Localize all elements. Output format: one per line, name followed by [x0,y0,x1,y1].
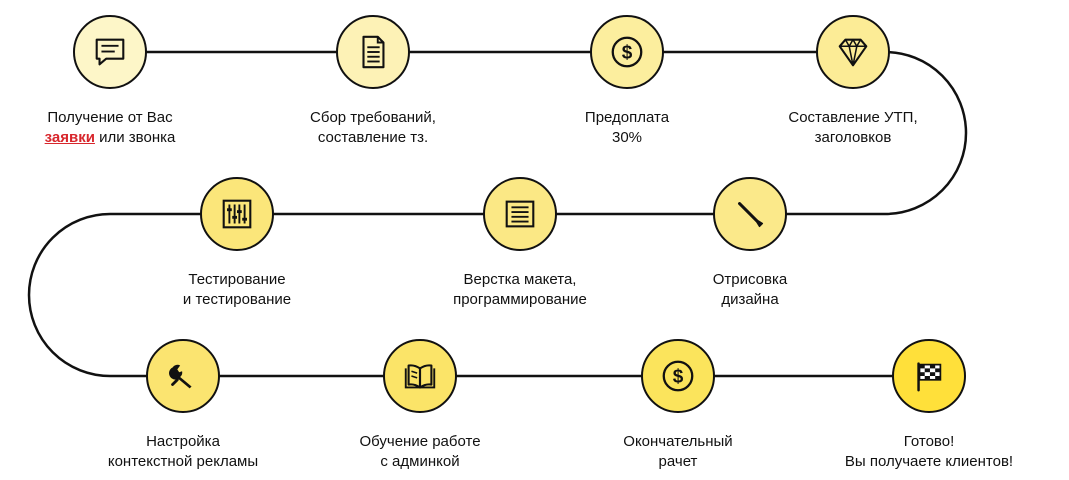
step-label: Получение от Вас заявки или звонка [0,108,220,148]
svg-text:$: $ [673,367,684,388]
step-label: Готово! Вы получаете клиентов! [819,432,1039,472]
step-label-line1: Получение от Вас [47,109,173,126]
step-label-line2: Вы получаете клиентов! [844,453,1014,470]
chat-icon [95,38,125,66]
step-label: Тестирование и тестирование [127,270,347,310]
finish-flag-icon [917,362,942,392]
step-circle: $ [641,339,715,413]
step-label: Составление УТП, заголовков [743,108,963,148]
step-label-line2: составление тз. [317,129,429,146]
wrench-icon [169,364,192,389]
step-label-line2: заявки или звонка [0,128,220,148]
step-label: Окончательный рачет [568,432,788,472]
step-circle [146,339,220,413]
step-label-line1: Составление УТП, [788,109,918,126]
step-label-line2-rest: или звонка [94,129,176,146]
step-label-line1: Готово! [903,433,955,450]
step-label: Обучение работе с админкой [310,432,530,472]
step-label-line2: 30% [611,129,643,146]
step-label-line1: Окончательный [623,433,733,450]
step-label-line1: Отрисовка [712,271,788,288]
step-label: Сбор требований, составление тз. [263,108,483,148]
step-label-line1: Сбор требований, [310,109,436,126]
sliders-icon [222,199,252,229]
pen-icon [738,202,764,228]
step-label-line2: рачет [658,453,698,470]
step-label-line2: контекстной рекламы [107,453,259,470]
step-label: Настройка контекстной рекламы [73,432,293,472]
dollar-icon: $ [662,360,694,392]
step-circle [200,177,274,251]
step-circle [383,339,457,413]
step-label-line2: дизайна [721,291,779,308]
step-circle [336,15,410,89]
step-circle [73,15,147,89]
request-link[interactable]: заявки [44,129,95,146]
step-label-line1: Настройка [146,433,220,450]
step-label-line1: Верстка макета, [463,271,577,288]
dollar-icon: $ [611,36,643,68]
step-label-line1: Обучение работе [359,433,481,450]
step-label-line2: заголовков [814,129,892,146]
step-circle [483,177,557,251]
step-circle [892,339,966,413]
step-label: Отрисовка дизайна [640,270,860,310]
document-icon [362,35,385,69]
step-label: Верстка макета, программирование [410,270,630,310]
book-icon [404,364,436,389]
diamond-icon [838,38,868,67]
step-circle: $ [590,15,664,89]
layout-icon [505,200,535,228]
step-circle [816,15,890,89]
step-label-line2: с админкой [380,453,460,470]
step-label-line1: Предоплата [584,109,670,126]
svg-text:$: $ [622,43,633,64]
step-label-line2: и тестирование [182,291,292,308]
step-label: Предоплата 30% [517,108,737,148]
step-label-line1: Тестирование [188,271,286,288]
step-circle [713,177,787,251]
step-label-line2: программирование [453,291,587,308]
